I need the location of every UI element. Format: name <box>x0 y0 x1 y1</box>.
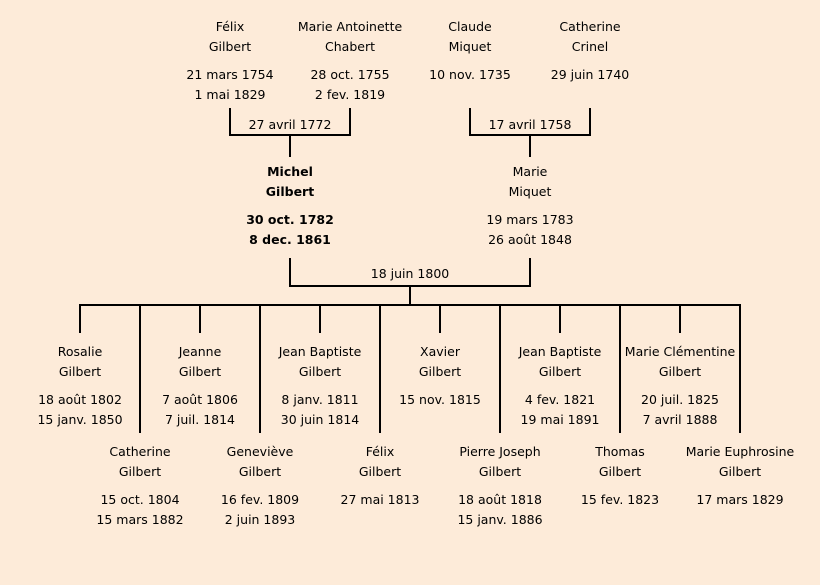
last-name: Miquet <box>448 39 492 54</box>
first-name: Rosalie <box>57 344 103 359</box>
connector-line <box>349 108 351 136</box>
connector-line <box>199 305 201 333</box>
connector-line <box>739 305 741 433</box>
first-name: Jean Baptiste <box>518 344 602 359</box>
connector-line <box>559 305 561 333</box>
connector-line <box>529 134 531 157</box>
death-date: 15 janv. 1850 <box>37 412 123 427</box>
connector-line <box>679 305 681 333</box>
last-name: Gilbert <box>58 364 102 379</box>
last-name: Gilbert <box>418 364 462 379</box>
birth-date: 19 mars 1783 <box>486 212 574 227</box>
death-date: 1 mai 1829 <box>194 87 266 102</box>
death-date: 7 avril 1888 <box>642 412 718 427</box>
birth-date: 20 juil. 1825 <box>641 392 719 407</box>
death-date: 15 mars 1882 <box>96 512 184 527</box>
birth-date: 16 fev. 1809 <box>220 492 300 507</box>
death-date: 19 mai 1891 <box>520 412 600 427</box>
first-name: Catherine <box>559 19 621 34</box>
birth-date: 21 mars 1754 <box>186 67 274 82</box>
connector-line <box>139 305 141 433</box>
connector-line <box>619 305 621 433</box>
birth-date: 28 oct. 1755 <box>310 67 390 82</box>
connector-line <box>409 285 411 306</box>
death-date: 2 fev. 1819 <box>314 87 386 102</box>
last-name: Gilbert <box>478 464 522 479</box>
last-name: Gilbert <box>265 184 315 199</box>
death-date: 26 août 1848 <box>488 232 572 247</box>
birth-date: 7 août 1806 <box>162 392 238 407</box>
first-name: Félix <box>215 19 245 34</box>
birth-date: 8 janv. 1811 <box>281 392 359 407</box>
first-name: Marie <box>512 164 548 179</box>
last-name: Gilbert <box>298 364 342 379</box>
last-name: Gilbert <box>118 464 162 479</box>
last-name: Crinel <box>571 39 609 54</box>
birth-date: 27 mai 1813 <box>340 492 420 507</box>
last-name: Gilbert <box>658 364 702 379</box>
connector-line <box>529 258 531 287</box>
first-name: Geneviève <box>226 444 294 459</box>
connector-line <box>289 258 291 287</box>
birth-date: 10 nov. 1735 <box>429 67 511 82</box>
first-name: Thomas <box>595 444 645 459</box>
death-date: 15 janv. 1886 <box>457 512 543 527</box>
first-name: Marie Euphrosine <box>685 444 795 459</box>
birth-date: 17 mars 1829 <box>696 492 784 507</box>
last-name: Gilbert <box>538 364 582 379</box>
connector-line <box>259 305 261 433</box>
connector-line <box>229 108 231 136</box>
first-name: Pierre Joseph <box>459 444 541 459</box>
marriage-date: 17 avril 1758 <box>488 117 572 132</box>
death-date: 7 juil. 1814 <box>164 412 236 427</box>
last-name: Miquet <box>508 184 552 199</box>
last-name: Gilbert <box>598 464 642 479</box>
death-date: 30 juin 1814 <box>280 412 360 427</box>
connector-line <box>439 305 441 333</box>
connector-line <box>79 305 81 333</box>
first-name: Michel <box>267 164 313 179</box>
connector-line <box>469 108 471 136</box>
birth-date: 15 fev. 1823 <box>580 492 660 507</box>
last-name: Chabert <box>325 39 375 54</box>
connector-line <box>499 305 501 433</box>
first-name: Félix <box>365 444 395 459</box>
last-name: Gilbert <box>208 39 252 54</box>
first-name: Claude <box>448 19 492 34</box>
connector-line <box>589 108 591 136</box>
first-name: Xavier <box>420 344 460 359</box>
connector-line <box>379 305 381 433</box>
first-name: Jean Baptiste <box>278 344 362 359</box>
first-name: Marie Antoinette <box>297 19 403 34</box>
last-name: Gilbert <box>358 464 402 479</box>
first-name: Catherine <box>109 444 171 459</box>
connector-line <box>289 134 291 157</box>
birth-date: 4 fev. 1821 <box>524 392 596 407</box>
birth-date: 30 oct. 1782 <box>246 212 334 227</box>
last-name: Gilbert <box>718 464 762 479</box>
marriage-date: 18 juin 1800 <box>370 266 450 281</box>
birth-date: 18 août 1818 <box>458 492 542 507</box>
marriage-date: 27 avril 1772 <box>248 117 332 132</box>
connector-line <box>319 305 321 333</box>
birth-date: 15 oct. 1804 <box>100 492 180 507</box>
birth-date: 29 juin 1740 <box>550 67 630 82</box>
first-name: Marie Clémentine <box>624 344 736 359</box>
death-date: 8 dec. 1861 <box>249 232 331 247</box>
last-name: Gilbert <box>178 364 222 379</box>
first-name: Jeanne <box>178 344 222 359</box>
birth-date: 15 nov. 1815 <box>399 392 481 407</box>
connector-line <box>79 304 741 306</box>
birth-date: 18 août 1802 <box>38 392 122 407</box>
last-name: Gilbert <box>238 464 282 479</box>
death-date: 2 juin 1893 <box>224 512 296 527</box>
